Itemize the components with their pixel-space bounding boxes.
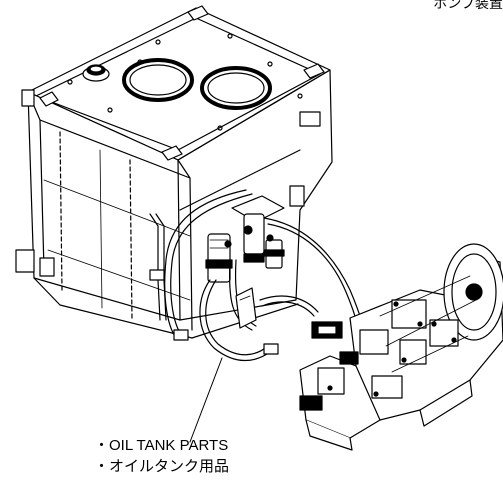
mounting-bracket	[235, 287, 257, 329]
hoses	[149, 189, 373, 363]
part-label-oil-tank-goods: ・オイルタンク用品	[94, 458, 230, 475]
diagram-caption-top: ポンプ装置	[433, 0, 503, 11]
breather-cap	[82, 64, 110, 82]
label-leader-line	[189, 357, 223, 443]
oil-tank	[15, 5, 333, 339]
part-label-oil-tank-parts: ・OIL TANK PARTS	[94, 437, 229, 454]
filter-assembly	[205, 195, 285, 283]
tank-ring-openings	[122, 58, 272, 110]
hydraulic-pump	[299, 243, 503, 451]
